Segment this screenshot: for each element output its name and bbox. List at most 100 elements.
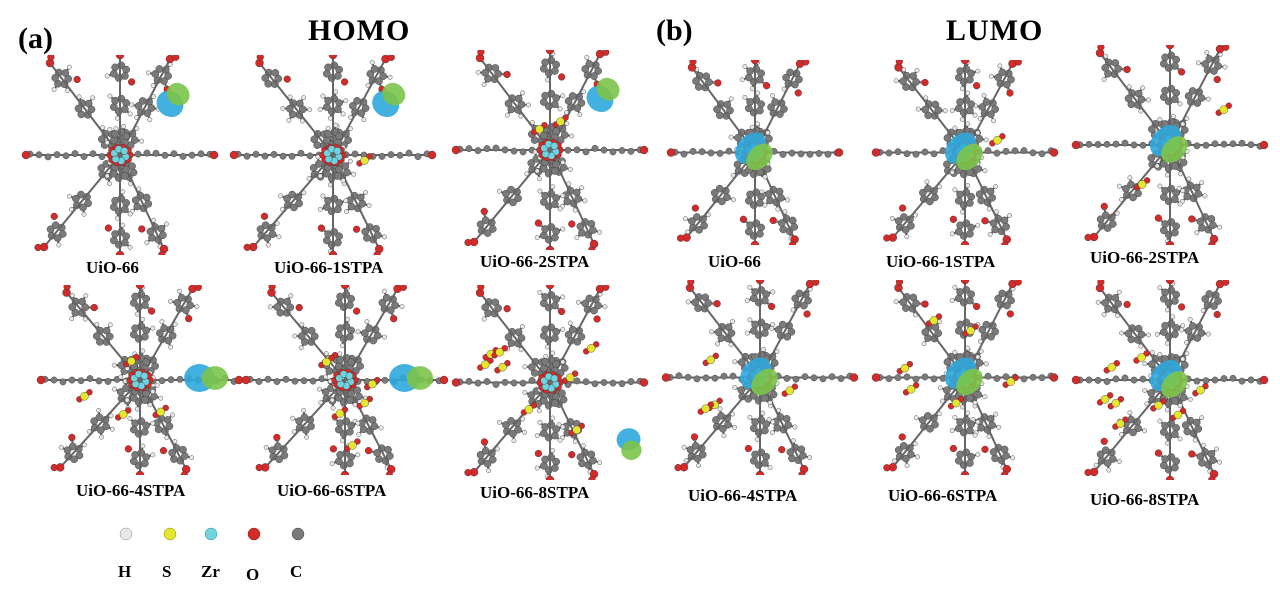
carbon-atom [552, 227, 560, 236]
carbon-atom [186, 301, 194, 310]
carbon-atom [378, 298, 387, 307]
carbon-atom [483, 229, 492, 237]
oxygen-atom [739, 215, 747, 223]
hydrogen-atom [893, 299, 899, 304]
carbon-atom [540, 364, 548, 373]
carbon-atom [982, 320, 991, 329]
hydrogen-atom [139, 138, 145, 144]
sulfur-atom [498, 363, 507, 372]
bond [264, 379, 346, 469]
carbon-atom [745, 227, 753, 236]
hydrogen-atom [732, 424, 737, 430]
oxygen-atom [960, 470, 970, 475]
orbital-lobe [372, 82, 406, 118]
carbon-atom [719, 424, 727, 433]
carbon-atom [35, 151, 43, 159]
hydrogen-atom [265, 242, 271, 248]
carbon-atom [98, 153, 106, 160]
oxygen-atom [50, 212, 58, 220]
oxygen-atom [545, 285, 555, 290]
carbon-atom [695, 226, 703, 234]
carbon-atom [129, 168, 138, 177]
carbon-atom [335, 330, 343, 339]
carbon-atom [797, 445, 806, 454]
hydrogen-atom [560, 294, 566, 300]
sulfur-atom [119, 410, 128, 419]
carbon-atom [770, 359, 779, 367]
legend-atom-o-icon [247, 527, 261, 541]
carbon-atom [53, 234, 62, 242]
carbon-atom [243, 152, 251, 160]
hydrogen-atom [550, 448, 556, 453]
oxygen-atom [674, 464, 682, 472]
oxygen-atom [707, 401, 714, 408]
hydrogen-atom [937, 184, 942, 190]
carbon-atom [1130, 376, 1138, 384]
hydrogen-atom [1101, 312, 1107, 317]
hydrogen-atom [534, 235, 540, 241]
hydrogen-atom [104, 140, 110, 146]
carbon-atom [142, 326, 150, 335]
carbon-atom [63, 446, 72, 455]
hydrogen-atom [1164, 307, 1170, 313]
carbon-atom [1130, 141, 1138, 149]
carbon-atom [702, 374, 710, 382]
carbon-atom [756, 199, 764, 207]
carbon-atom [991, 454, 999, 463]
oxygen-atom [354, 438, 361, 445]
lumo-title: LUMO [946, 14, 1044, 47]
carbon-atom [767, 103, 775, 111]
carbon-atom [110, 136, 118, 145]
sulfur-atom [535, 125, 544, 134]
oxygen-atom [1014, 280, 1022, 286]
lumo-structure-uio66-4stpa [661, 280, 859, 475]
oxygen-atom [593, 315, 601, 323]
lumo-structure-uio66-6stpa [871, 280, 1059, 475]
oxygen-atom [691, 204, 699, 212]
hydrogen-atom [597, 229, 603, 235]
oxygen-atom [1154, 214, 1162, 222]
oxygen-atom [329, 445, 337, 453]
carbon-atom [956, 98, 964, 106]
hydrogen-atom [114, 115, 120, 121]
carbon-atom [956, 320, 964, 329]
oxygen-atom [562, 114, 569, 121]
carbon-atom [274, 74, 283, 83]
carbon-atom [70, 455, 78, 464]
carbon-atom [134, 150, 142, 158]
hydrogen-atom [730, 411, 735, 417]
hydrogen-atom [168, 298, 173, 304]
carbon-atom [355, 392, 363, 401]
oxygen-atom [464, 238, 472, 247]
carbon-atom [1229, 374, 1237, 382]
bond [479, 292, 551, 384]
oxygen-atom [714, 79, 722, 87]
oxygen-atom [366, 153, 373, 160]
carbon-atom [1196, 217, 1205, 226]
carbon-atom [351, 150, 359, 158]
carbon-atom [943, 386, 951, 394]
hydrogen-atom [731, 197, 736, 203]
carbon-atom [1198, 459, 1206, 467]
carbon-atom [680, 150, 688, 158]
hydrogen-atom [1217, 224, 1223, 230]
carbon-atom [726, 106, 734, 115]
hydrogen-atom [696, 463, 702, 469]
oxygen-atom [21, 150, 31, 160]
carbon-atom [121, 205, 129, 214]
carbon-atom [819, 375, 827, 383]
carbon-atom [991, 225, 999, 234]
oxygen-atom [209, 150, 219, 160]
oxygen-atom [148, 307, 156, 315]
hydrogen-atom [560, 93, 566, 99]
hydrogen-atom [959, 404, 965, 410]
hydrogen-atom [975, 354, 981, 360]
carbon-atom [564, 146, 572, 154]
bond [59, 379, 141, 469]
hydrogen-atom [952, 284, 958, 290]
hydrogen-atom [144, 240, 150, 246]
carbon-atom [1011, 147, 1019, 155]
carbon-atom [280, 451, 289, 460]
carbon-atom [750, 294, 758, 303]
carbon-atom [309, 164, 318, 172]
